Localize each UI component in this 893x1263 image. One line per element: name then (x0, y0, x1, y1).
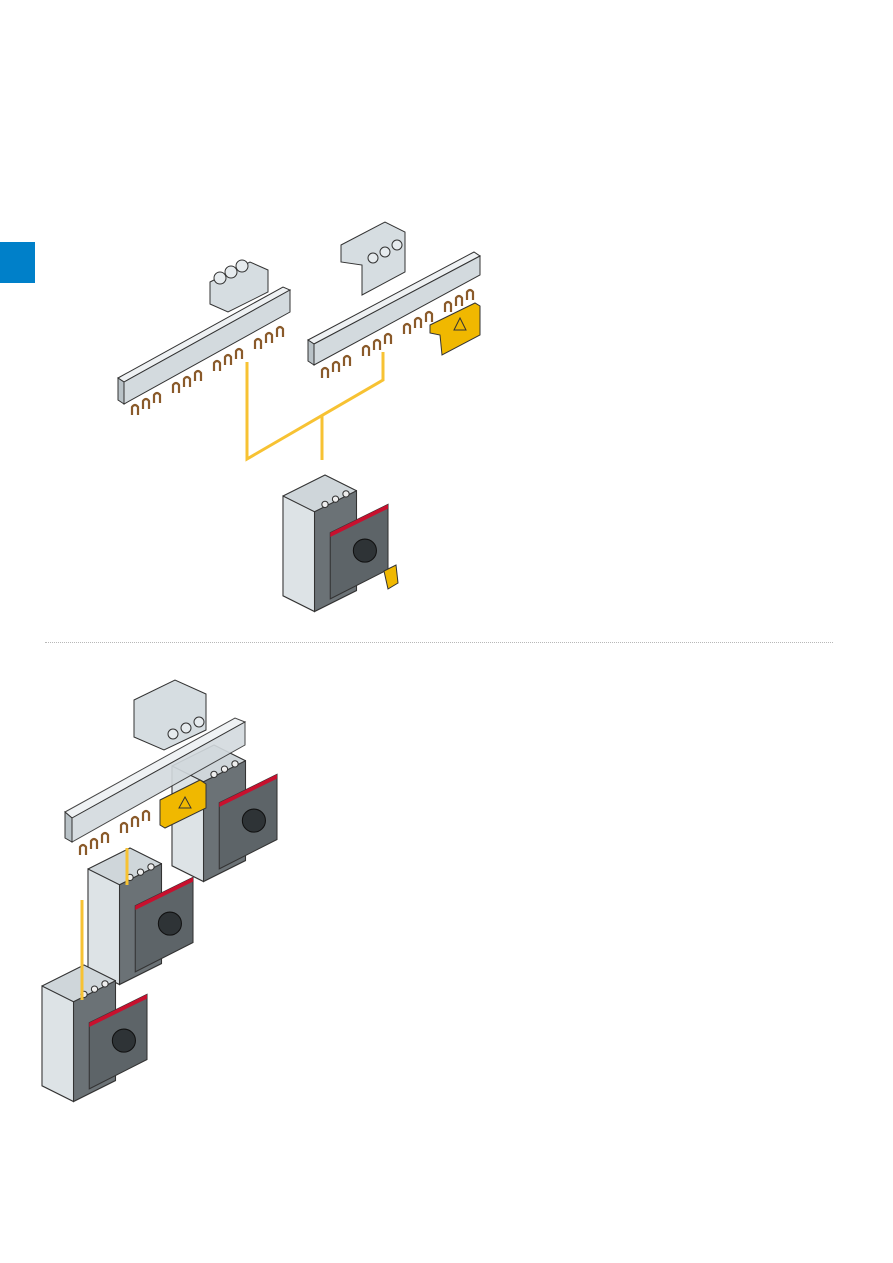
busbar-icon (117, 286, 292, 417)
auxiliary-contact-icon (383, 564, 399, 590)
end-cover-warning-icon (159, 779, 207, 829)
feeder-terminal-icon (209, 259, 269, 313)
feeder-terminal-icon (340, 221, 406, 296)
busbar-icon (64, 717, 247, 857)
connector-lines (80, 848, 129, 1000)
busbar-icon (307, 251, 481, 380)
connector-lines (245, 352, 385, 462)
motor-starter-icon (41, 964, 148, 1103)
motor-starter-icon (282, 474, 389, 613)
section-divider (45, 642, 833, 643)
feeder-terminal-icon (133, 679, 207, 751)
section-tab (0, 242, 35, 283)
end-cover-warning-icon (429, 302, 481, 356)
